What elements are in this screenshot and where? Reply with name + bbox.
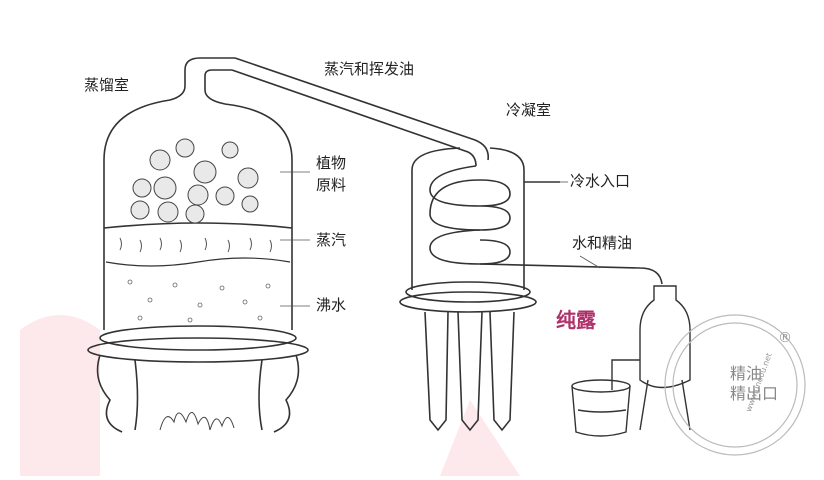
label-cond-chamber: 冷凝室 [506, 103, 551, 118]
label-distill-chamber: 蒸馏室 [84, 78, 129, 93]
label-cold-water-in: 冷水入口 [570, 174, 630, 189]
steam-wisps [120, 238, 272, 252]
watermark-registered: ® [778, 330, 792, 346]
label-steam-oil: 蒸汽和挥发油 [324, 62, 414, 77]
label-plant-material: 植物 原料 [316, 152, 346, 196]
separator-funnel [612, 286, 690, 430]
flames [160, 412, 234, 430]
label-boiling-water: 沸水 [316, 298, 346, 313]
boiling-bubbles [128, 280, 270, 322]
condenser [400, 148, 662, 430]
label-hydrosol: 纯露 [556, 310, 596, 330]
background-shape-right [440, 400, 520, 476]
hydrosol-cup [572, 380, 630, 436]
label-steam: 蒸汽 [316, 233, 346, 248]
label-water-and-oil: 水和精油 [572, 236, 632, 251]
plant-material [131, 139, 258, 223]
background-shape [20, 315, 100, 476]
